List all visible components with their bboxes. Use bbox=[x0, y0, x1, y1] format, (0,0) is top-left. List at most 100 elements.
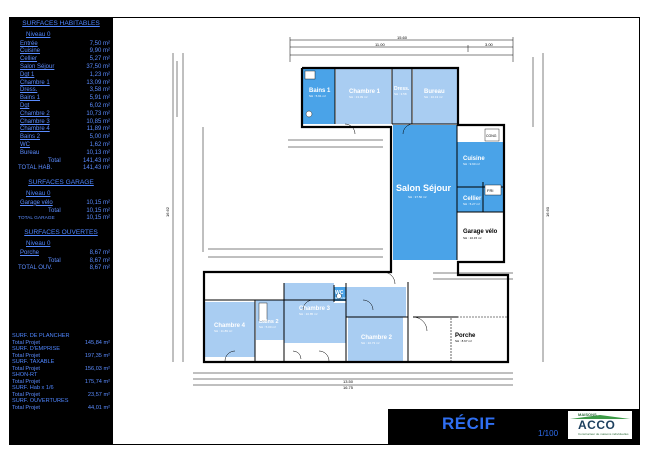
logo-main-text: ACCO bbox=[578, 418, 616, 432]
surface-value: 10,85 m² bbox=[86, 118, 110, 125]
plan-title: RÉCIF bbox=[442, 414, 496, 433]
room-salon-area: SH : 37.50 m² bbox=[408, 195, 427, 199]
room-bureau-area: SH : 10.13 m² bbox=[424, 95, 443, 99]
surface-label: Porche bbox=[20, 249, 40, 256]
summary-label: Total Projet bbox=[12, 352, 40, 359]
acco-logo: MAISONS ACCO Constructeur de maisons ind… bbox=[568, 411, 632, 439]
summary-value: 23,57 m² bbox=[87, 391, 110, 398]
surface-value: 1,23 m² bbox=[89, 71, 110, 78]
surface-value: 3,58 m² bbox=[89, 87, 110, 94]
surface-row: Chambre 2 10,73 m² bbox=[12, 111, 110, 119]
room-fills bbox=[205, 69, 503, 362]
room-chambre4: Chambre 4 bbox=[214, 323, 246, 329]
surface-value: 11,89 m² bbox=[86, 126, 110, 133]
surface-label: Bains 1 bbox=[20, 95, 41, 102]
room-bains1: Bains 1 bbox=[309, 88, 331, 94]
surface-value: 10,73 m² bbox=[86, 110, 110, 117]
floor-plan: FRI CONG Bains 1 SH : 5.91 m² Chambre 1 … bbox=[165, 35, 550, 390]
dim-left-total: 16.62 bbox=[165, 206, 170, 217]
summary-row: Total Projet 156,03 m² bbox=[12, 366, 110, 373]
summary-value: 156,03 m² bbox=[84, 365, 110, 372]
surface-label: Entrée bbox=[20, 40, 38, 47]
room-dress: Dress. bbox=[394, 86, 410, 92]
surface-value: 7,50 m² bbox=[89, 40, 110, 47]
room-wc-area: SH : 1.62 bbox=[335, 297, 346, 300]
room-cuisine: Cuisine bbox=[463, 156, 485, 162]
summary-value: 44,01 m² bbox=[87, 404, 110, 411]
porche-outline bbox=[450, 316, 509, 363]
surface-value: 5,00 m² bbox=[89, 134, 110, 141]
surface-value: 37,50 m² bbox=[86, 63, 110, 70]
surface-value: 5,91 m² bbox=[89, 95, 110, 102]
summary-label: Total Projet bbox=[12, 339, 40, 346]
summary-label: Total Projet bbox=[12, 365, 40, 372]
habitables-grand-total: TOTAL HAB.141,43 m² bbox=[18, 165, 110, 172]
summary-header: SURF. DE PLANCHER bbox=[12, 333, 70, 339]
room-chambre3: Chambre 3 bbox=[299, 306, 331, 312]
surface-label: Chambre 4 bbox=[20, 126, 50, 133]
plan-scale: 1/100 bbox=[538, 429, 559, 438]
summary-label: Total Projet bbox=[12, 391, 40, 398]
room-cellier-area: SH : 5.27 m² bbox=[463, 202, 480, 206]
surface-label: Dress. bbox=[20, 87, 38, 94]
room-wc: WC bbox=[335, 290, 344, 296]
surface-row: Chambre 4 11,89 m² bbox=[12, 126, 110, 134]
dim-right-total: 16.60 bbox=[545, 206, 550, 217]
summary-header: SURF. D'EMPRISE bbox=[12, 346, 60, 352]
surface-value: 10,15 m² bbox=[86, 199, 110, 206]
room-chambre1: Chambre 1 bbox=[349, 89, 381, 95]
summary-header: SURF. TAXABLE bbox=[12, 359, 55, 365]
surface-row: Bains 1 5,91 m² bbox=[12, 95, 110, 103]
room-garage: Garage vélo bbox=[463, 229, 498, 235]
surface-label: WC bbox=[20, 141, 30, 148]
freezer-label: CONG bbox=[486, 134, 497, 138]
room-dress-area: SH : 3.58 bbox=[394, 92, 407, 96]
habitables-niveau: Niveau 0 bbox=[26, 30, 51, 38]
room-chambre2-area: SH : 10.73 m² bbox=[361, 341, 380, 345]
surface-label: Dgt bbox=[20, 102, 30, 109]
summary-header: SHON-RT bbox=[12, 372, 38, 378]
logo-roof-icon bbox=[570, 415, 630, 419]
surface-value: 13,09 m² bbox=[86, 79, 110, 86]
room-salon: Salon Séjour bbox=[396, 183, 452, 193]
door-swings bbox=[224, 123, 428, 362]
room-cellier: Cellier bbox=[463, 196, 482, 202]
surface-label: Salon Séjour bbox=[20, 63, 55, 70]
room-chambre4-area: SH : 11.89 m² bbox=[214, 329, 232, 333]
summary-label: Total Projet bbox=[12, 378, 40, 385]
dim-bottom-total: 16.75 bbox=[343, 385, 354, 390]
dim-top-left: 11.00 bbox=[375, 42, 385, 47]
room-labels: Bains 1 SH : 5.91 m² Chambre 1 SH : 13.0… bbox=[214, 86, 485, 345]
ouvertes-niveau: Niveau 0 bbox=[26, 239, 51, 247]
summary-value: 145,84 m² bbox=[84, 339, 110, 346]
logo-top-text: MAISONS bbox=[578, 412, 597, 417]
summary-header: SURF. Hab x 1/6 bbox=[12, 385, 54, 391]
surface-value: 8,67 m² bbox=[89, 249, 110, 256]
surface-label: Cuisine bbox=[20, 48, 41, 55]
fixtures: FRI CONG bbox=[258, 70, 502, 322]
garage-niveau: Niveau 0 bbox=[26, 189, 51, 197]
surface-label: Bureau bbox=[20, 149, 40, 156]
interior-walls bbox=[204, 68, 504, 362]
garage-title: SURFACES GARAGE bbox=[28, 179, 94, 187]
room-bureau: Bureau bbox=[424, 89, 445, 95]
room-porche: Porche bbox=[455, 333, 476, 339]
summary-value: 175,74 m² bbox=[84, 378, 110, 385]
dimension-lines bbox=[172, 37, 544, 386]
surface-label: Chambre 2 bbox=[20, 110, 50, 117]
